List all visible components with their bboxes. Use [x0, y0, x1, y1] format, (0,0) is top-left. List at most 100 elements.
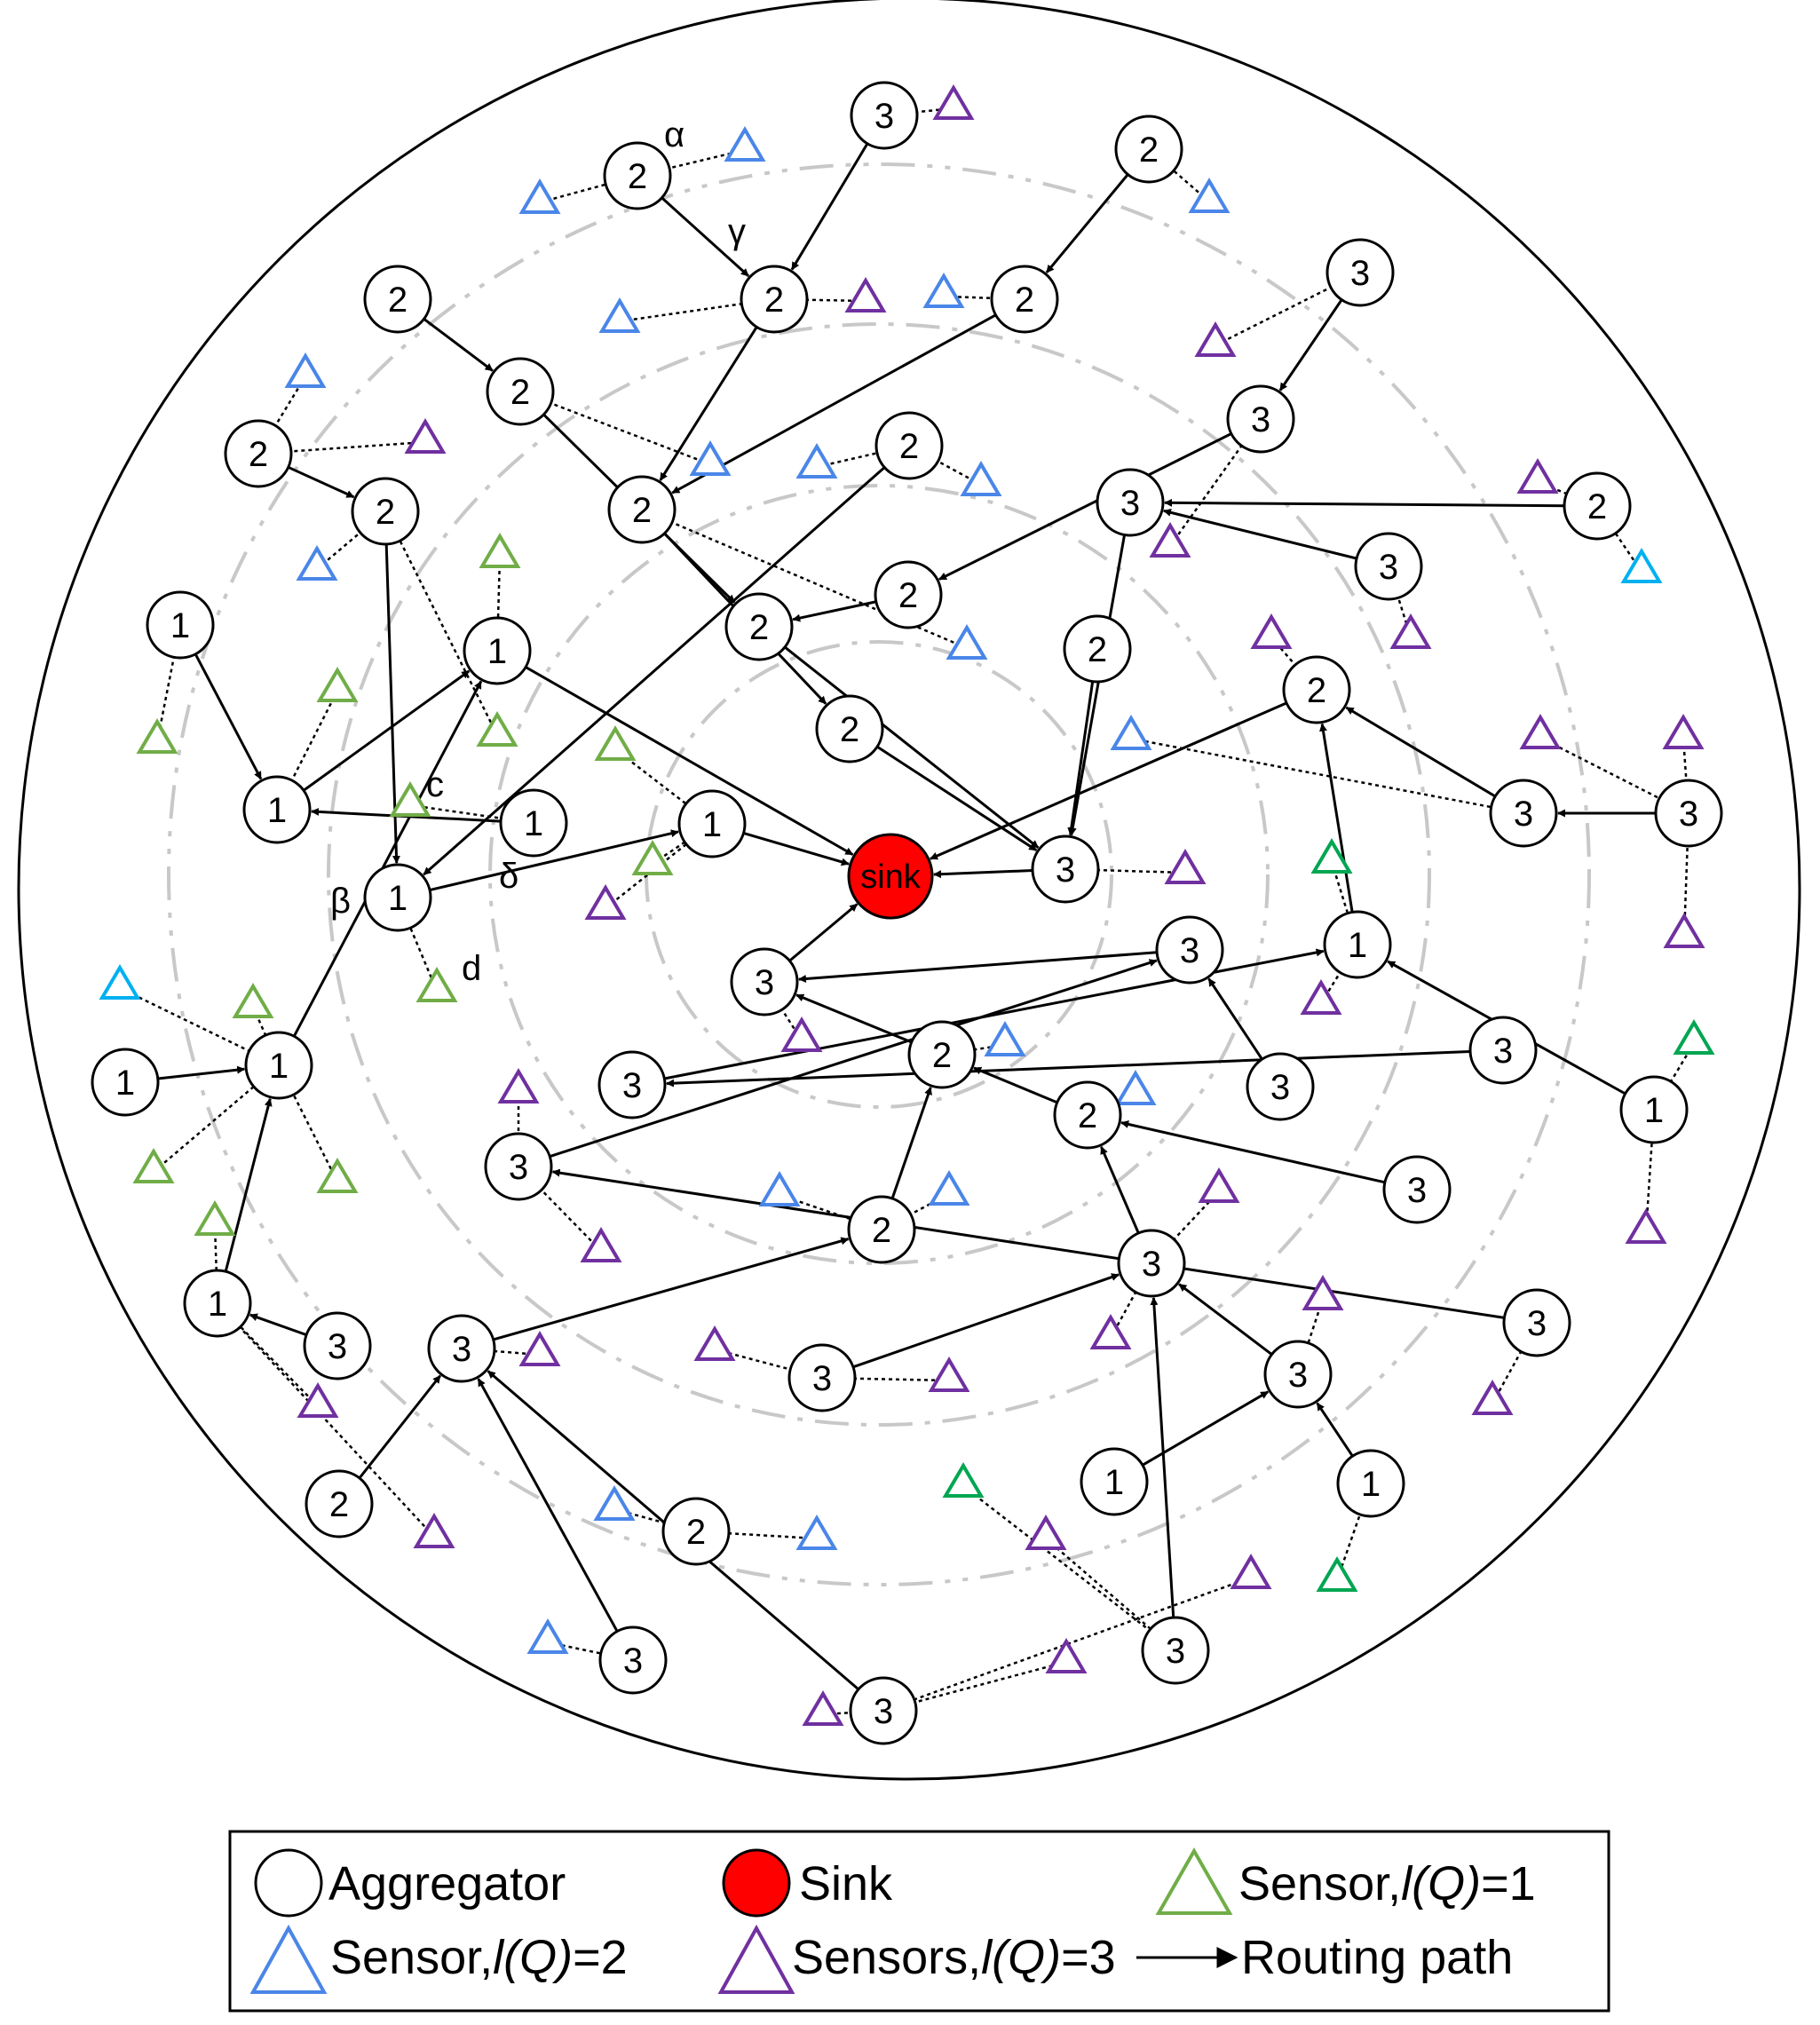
aggregator-node: 3 — [1263, 1340, 1333, 1409]
routing-arrow — [551, 1168, 1505, 1319]
ring-2 — [488, 484, 1270, 1265]
sensor-link — [275, 690, 339, 811]
aggregator-node: 1 — [1619, 1075, 1689, 1144]
aggregator-circle — [598, 1626, 668, 1695]
aggregator-label: 3 — [1180, 931, 1199, 970]
aggregator-node: 2 — [224, 419, 293, 488]
aggregator-label: 2 — [329, 1485, 349, 1524]
sensor-sensor3-icon — [1625, 1208, 1667, 1244]
aggregator-node: 3 — [849, 1676, 918, 1745]
sensor-link — [217, 1302, 319, 1407]
sensor-sensor1-icon — [942, 1462, 985, 1498]
sensor-sensor2-icon — [526, 1618, 569, 1654]
aggregator-circle — [1325, 238, 1395, 307]
sensor-sensor1-icon — [631, 840, 674, 875]
sensor-sensor3-icon — [1025, 1515, 1067, 1550]
routing-arrow — [288, 465, 355, 499]
aggregator-circle — [303, 1311, 372, 1380]
aggregator-circle — [597, 1050, 667, 1119]
aggregator-label: 2 — [249, 435, 268, 474]
sensor-sensor3-icon — [1662, 714, 1705, 749]
annotation-beta: β — [330, 882, 351, 921]
ring-4 — [167, 162, 1591, 1586]
sensor-sensor3-icon — [1516, 458, 1559, 494]
aggregator-node: 1 — [363, 863, 432, 932]
aggregator-label: 3 — [874, 97, 894, 136]
aggregator-label: 2 — [1088, 630, 1107, 669]
sensor-link — [257, 376, 307, 455]
aggregator-label: 3 — [1679, 795, 1698, 834]
aggregator-node: 2 — [1053, 1080, 1122, 1150]
sensor-link — [119, 986, 280, 1067]
sensor-link — [605, 823, 713, 909]
aggregator-node: 3 — [484, 1132, 553, 1201]
legend-box — [228, 1830, 1610, 2013]
sensor-link — [1130, 737, 1524, 815]
legend-sensor1-suffix: =1 — [1481, 1857, 1536, 1910]
aggregator-label: 3 — [328, 1327, 347, 1366]
sensor-sensor2-icon — [946, 624, 988, 660]
aggregator-node: 2 — [607, 475, 677, 544]
aggregator-node: 1 — [1336, 1449, 1405, 1518]
sensor-link — [1491, 1322, 1539, 1404]
aggregator-node: 3 — [1096, 468, 1165, 537]
aggregator-label: 1 — [1348, 926, 1367, 965]
routing-arrow — [790, 142, 869, 271]
aggregator-label: 2 — [632, 491, 652, 530]
sensor-link — [962, 1485, 1176, 1651]
legend-sensor3-label: Sensors,l(Q)=3 — [792, 1931, 1116, 1984]
sensor-sensor3-icon — [404, 418, 447, 454]
aggregator-label: 3 — [1142, 1245, 1161, 1284]
aggregator-node: 2 — [305, 1469, 374, 1539]
routing-arrow — [157, 1065, 246, 1080]
sensor-sensor3-icon — [1471, 1380, 1514, 1415]
aggregator-node: 2 — [874, 560, 943, 629]
routing-arrow — [797, 951, 1158, 983]
routing-arrow — [1278, 298, 1343, 392]
aggregator-circle — [363, 863, 432, 932]
sensor-sensor3-icon — [1194, 321, 1237, 357]
sensor-sensor1-icon — [316, 1158, 359, 1193]
aggregator-label: 1 — [267, 791, 287, 830]
sensor-sensor3-icon — [928, 1357, 970, 1392]
aggregator-node: 3 — [1141, 1616, 1210, 1685]
aggregator-node: 2 — [1563, 471, 1632, 541]
aggregator-label: 3 — [874, 1692, 893, 1731]
aggregator-node: 3 — [1226, 384, 1295, 454]
sensor-sensor3-icon — [1198, 1167, 1240, 1203]
routing-arrow — [743, 831, 850, 866]
aggregator-circle — [91, 1048, 160, 1117]
aggregator-node: 3 — [1502, 1288, 1571, 1357]
sensor-link — [773, 297, 866, 303]
aggregator-label: 1 — [524, 804, 543, 843]
legend-sensor3-suffix: =3 — [1061, 1931, 1116, 1984]
aggregator-node: 3 — [1325, 238, 1395, 307]
aggregator-circle — [1502, 1288, 1571, 1357]
legend-aggregator-label: Aggregator — [328, 1857, 566, 1910]
routing-arrow — [852, 1273, 1120, 1369]
legend-sensor3-q: (Q) — [992, 1931, 1061, 1984]
sensor-sensor2-icon — [922, 273, 965, 308]
legend-aggregator-icon — [254, 1848, 323, 1918]
aggregator-label: 3 — [1350, 254, 1370, 293]
aggregator-circle — [363, 265, 432, 334]
sensor-sensor2-icon — [1620, 548, 1663, 583]
routing-arrow — [661, 196, 750, 277]
legend-sensor1-q: (Q) — [1412, 1857, 1481, 1910]
sensor-link — [1387, 566, 1412, 638]
sensor-sensor2-icon — [795, 1515, 838, 1550]
aggregator-circle — [874, 411, 944, 480]
aggregator-circle — [607, 475, 677, 544]
sensor-sensor1-icon — [476, 711, 518, 747]
sensor-sensor2-icon — [689, 440, 732, 476]
aggregator-node: 1 — [146, 590, 215, 660]
sensor-sensor3-icon — [780, 1016, 823, 1052]
sensor-sensor3-icon — [580, 1227, 622, 1262]
aggregator-node: 2 — [1282, 655, 1351, 724]
aggregator-circle — [1226, 384, 1295, 454]
aggregator-circle — [730, 947, 799, 1016]
aggregator-label: 2 — [872, 1211, 891, 1250]
sensor-sensor2-icon — [1114, 1070, 1157, 1105]
sensor-sensor3-icon — [297, 1382, 339, 1418]
